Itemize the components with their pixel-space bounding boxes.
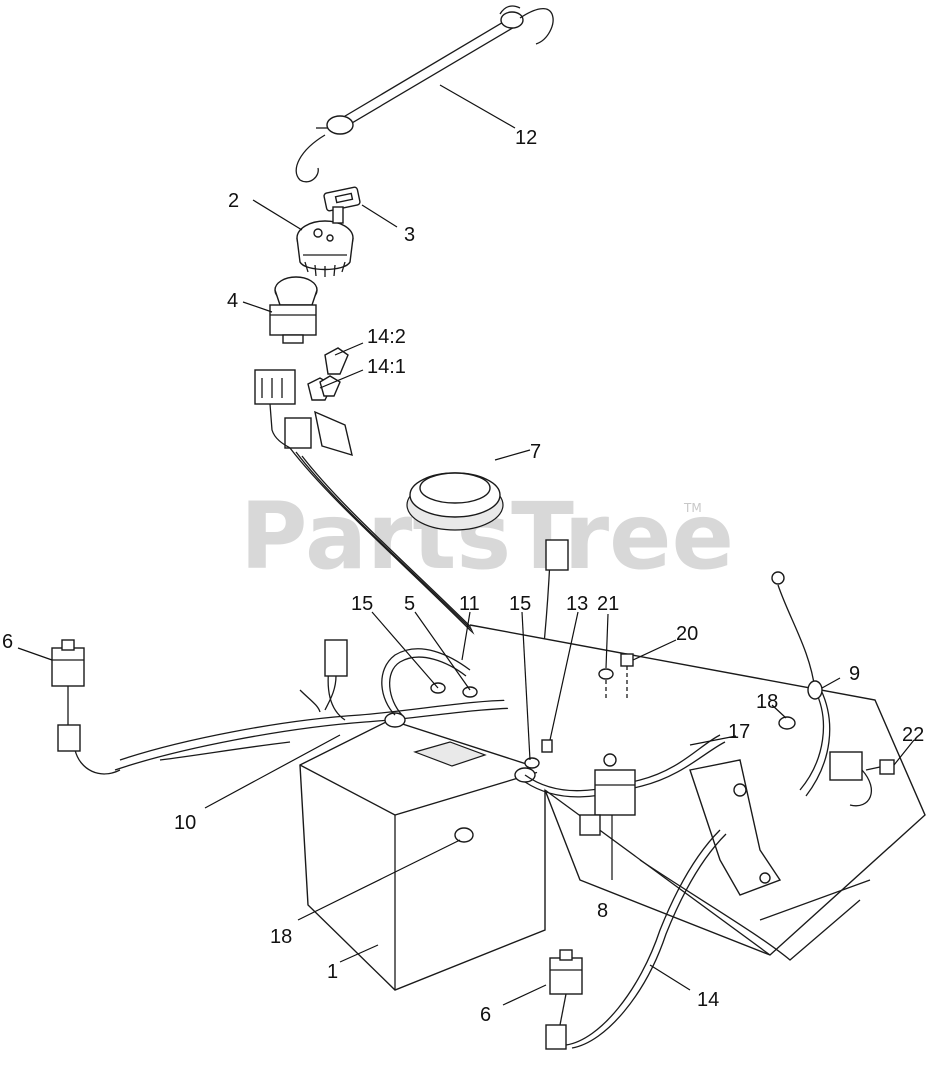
callout-12: 12 (515, 127, 537, 149)
part-9-ground-cable[interactable] (771, 571, 823, 700)
callout-14: 14 (697, 989, 719, 1011)
callout-14-1: 14:1 (367, 356, 406, 378)
callout-20: 20 (676, 623, 698, 645)
callout-14-2: 14:2 (367, 326, 406, 348)
part-18-nut-right[interactable] (778, 716, 796, 730)
part-12-cable[interactable] (295, 5, 554, 183)
part-8-solenoid[interactable] (579, 753, 636, 836)
part-6-relay-bottom[interactable] (545, 829, 727, 1050)
leader-lines (17, 84, 915, 1006)
callout-9: 9 (849, 663, 860, 685)
part-4-pto-switch[interactable] (269, 276, 318, 344)
part-22-bolt[interactable] (865, 759, 895, 775)
callout-18-battery: 18 (270, 926, 292, 948)
harness-connectors-top[interactable] (254, 369, 353, 457)
callout-7: 7 (530, 441, 541, 463)
callout-17: 17 (728, 721, 750, 743)
callout-6-bottom: 6 (480, 1004, 491, 1026)
callout-22: 22 (902, 724, 924, 746)
frame-mounting-plate (469, 624, 926, 961)
part-15-fastener-right[interactable] (524, 757, 540, 769)
callout-8: 8 (597, 900, 608, 922)
callout-3: 3 (404, 224, 415, 246)
part-3-key[interactable] (323, 186, 361, 224)
callout-5: 5 (404, 593, 415, 615)
battery-cables[interactable] (381, 584, 831, 798)
callout-2: 2 (228, 190, 239, 212)
callout-1: 1 (327, 961, 338, 983)
callout-6-left: 6 (2, 631, 13, 653)
part-18-nut-battery[interactable] (454, 827, 474, 843)
callout-18-right: 18 (756, 691, 778, 713)
part-7-cap[interactable] (406, 472, 504, 531)
callout-labels: 12 2 3 4 14:2 14:1 7 15 5 11 15 13 21 20… (2, 127, 924, 1026)
part-1-battery[interactable] (299, 712, 546, 991)
callout-13: 13 (566, 593, 588, 615)
callout-21: 21 (597, 593, 619, 615)
connector-center[interactable] (545, 539, 569, 571)
connector-left-harness[interactable] (299, 639, 348, 713)
part-5-nut[interactable] (462, 686, 478, 698)
part-2-ignition-switch[interactable] (296, 220, 354, 277)
watermark-trademark: TM (683, 501, 702, 515)
part-14-fuses[interactable] (307, 347, 349, 401)
callout-11: 11 (459, 593, 480, 615)
part-6-relay-left[interactable] (51, 639, 85, 752)
callout-15-right: 15 (509, 593, 531, 615)
callout-15-left: 15 (351, 593, 373, 615)
callout-10: 10 (174, 812, 196, 834)
callout-4: 4 (227, 290, 238, 312)
connector-right[interactable] (829, 751, 872, 807)
part-13-terminal[interactable] (541, 739, 553, 753)
part-21-nut[interactable] (598, 668, 614, 700)
